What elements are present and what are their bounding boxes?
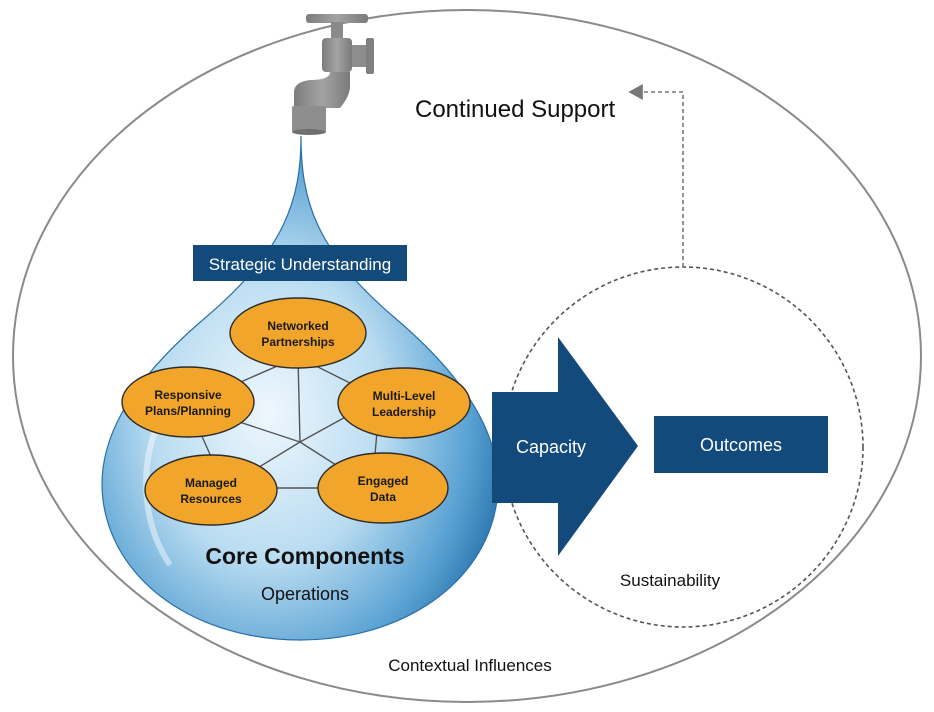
component-multi-level-leadership: Multi-Level Leadership: [337, 367, 471, 439]
component-engaged-data: Engaged Data: [317, 452, 449, 524]
component-managed-resources: Managed Resources: [144, 454, 278, 526]
feedback-arrow: [628, 84, 684, 267]
operations-label: Operations: [261, 584, 349, 604]
sustainability-label: Sustainability: [620, 571, 721, 590]
component-line2: Partnerships: [261, 335, 335, 349]
component-line1: Networked: [267, 319, 328, 333]
component-line2: Plans/Planning: [145, 404, 231, 418]
component-line2: Leadership: [372, 405, 436, 419]
component-networked-partnerships: Networked Partnerships: [229, 297, 367, 369]
contextual-influences-ellipse: [12, 9, 922, 703]
contextual-influences-label: Contextual Influences: [388, 656, 552, 675]
continued-support-label: Continued Support: [415, 96, 615, 123]
capacity-label: Capacity: [516, 437, 586, 457]
strategic-understanding-banner: [193, 245, 407, 281]
component-line1: Managed: [185, 476, 237, 490]
outcomes-label: Outcomes: [700, 435, 782, 455]
component-line2: Resources: [180, 492, 242, 506]
outcomes-box: [654, 416, 828, 473]
core-components-label: Core Components: [205, 543, 404, 569]
strategic-understanding-label: Strategic Understanding: [209, 255, 391, 274]
component-line1: Multi-Level: [373, 389, 436, 403]
faucet-icon: [292, 14, 374, 135]
component-responsive-plans: Responsive Plans/Planning: [121, 366, 255, 438]
capacity-arrow: [492, 337, 638, 556]
component-line2: Data: [370, 490, 396, 504]
component-line1: Responsive: [154, 388, 222, 402]
component-line1: Engaged: [358, 474, 409, 488]
